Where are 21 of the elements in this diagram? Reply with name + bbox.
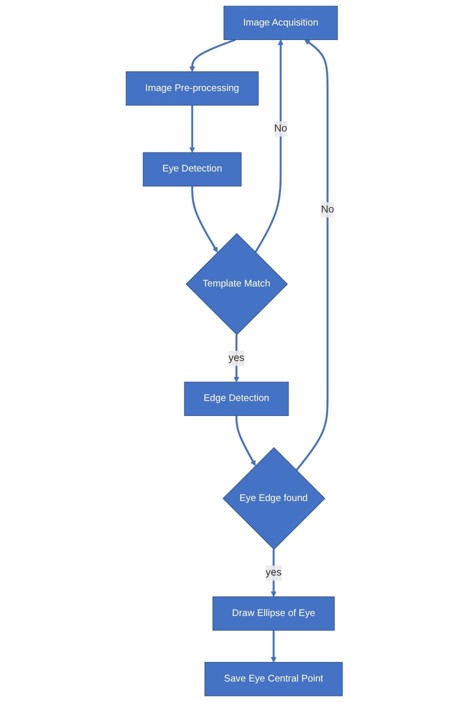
node-box: Image Pre-processing xyxy=(126,71,259,106)
arrow xyxy=(271,630,277,663)
node-box: Edge Detection xyxy=(184,382,289,416)
arrow xyxy=(190,38,236,72)
edge-label: yes xyxy=(266,567,282,578)
arrow xyxy=(190,105,196,153)
node-box: Eye Detection xyxy=(143,152,242,186)
arrow xyxy=(191,186,218,253)
arrow xyxy=(234,334,240,382)
node-diamond: Template Match xyxy=(186,233,288,336)
arrow xyxy=(271,549,277,597)
node-box: Draw Ellipse of Eye xyxy=(212,596,335,631)
arrow xyxy=(254,39,284,253)
node-box: Save Eye Central Point xyxy=(204,662,343,696)
node-box: Image Acquisition xyxy=(224,6,338,40)
edge-label: yes xyxy=(228,352,245,364)
edge-label: No xyxy=(321,204,334,215)
arrow xyxy=(296,39,329,471)
edge-label: No xyxy=(274,123,288,134)
arrow xyxy=(236,416,256,466)
node-diamond: Eye Edge found xyxy=(222,447,326,550)
